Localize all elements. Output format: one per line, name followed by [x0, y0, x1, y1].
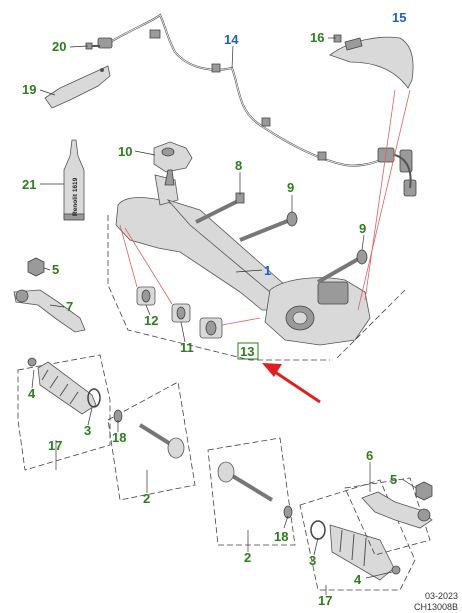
callout-8: 8 [235, 158, 242, 173]
drawing-footer: 03-2023 CH13008B [414, 591, 458, 613]
mounting-bracket [44, 65, 111, 109]
steering-rack [115, 169, 371, 346]
callout-9-lower: 9 [359, 221, 366, 236]
callout-19: 19 [22, 82, 36, 97]
callout-3-right: 3 [309, 553, 316, 568]
callout-4-right: 4 [354, 572, 362, 587]
inner-tie-rod-left [107, 381, 196, 501]
callout-2-right: 2 [244, 550, 251, 565]
callout-9-upper: 9 [287, 180, 294, 195]
drawing-code: CH13008B [413, 602, 458, 612]
bolt-16 [333, 34, 342, 43]
callout-15: 15 [392, 10, 406, 25]
callout-20: 20 [52, 39, 66, 54]
callout-6: 6 [366, 448, 373, 463]
red-arrow [262, 363, 321, 404]
callout-10: 10 [118, 144, 132, 159]
bushing-11 [171, 303, 223, 339]
callout-14: 14 [224, 32, 239, 47]
tie-rod-end-left [13, 289, 86, 333]
callout-17-right: 17 [318, 593, 332, 608]
callout-18-left: 18 [112, 430, 126, 445]
callout-11: 11 [180, 340, 194, 355]
callout-17-left: 17 [48, 438, 62, 453]
grease-tube-label: Renolit 1619 [72, 177, 79, 216]
callout-12: 12 [144, 313, 158, 328]
drawing-date: 03-2023 [424, 591, 458, 601]
callout-1: 1 [264, 263, 271, 278]
callout-5-left: 5 [52, 262, 59, 277]
nut-right [415, 481, 433, 501]
pinion-cover [153, 141, 193, 173]
callout-18-right: 18 [274, 529, 288, 544]
boot-kit-left [17, 354, 111, 471]
inner-tie-rod-right [207, 437, 296, 546]
grease-tube: Renolit 1619 [63, 139, 85, 221]
wiring-harness [97, 13, 417, 197]
callout-2-left: 2 [143, 491, 150, 506]
callout-7: 7 [66, 299, 73, 314]
callout-3-left: 3 [84, 423, 91, 438]
boot-kit-right [299, 479, 416, 591]
nut-left [27, 257, 45, 277]
group-outlines [107, 89, 411, 361]
bushing-12 [136, 286, 156, 306]
callouts: 20 19 10 21 14 15 16 8 9 9 1 5 7 12 11 1… [22, 10, 406, 608]
bolt-9-upper [239, 211, 298, 242]
tie-rod-end-right [344, 477, 433, 556]
leader-lines [31, 37, 417, 595]
heat-shield [329, 36, 414, 89]
bolt-8 [195, 192, 245, 224]
callout-4-left: 4 [28, 386, 36, 401]
callout-16: 16 [310, 30, 324, 45]
callout-13: 13 [240, 344, 254, 359]
bolt-9-lower [317, 249, 368, 284]
callout-5-right: 5 [390, 472, 397, 487]
callout-21: 21 [22, 177, 36, 192]
